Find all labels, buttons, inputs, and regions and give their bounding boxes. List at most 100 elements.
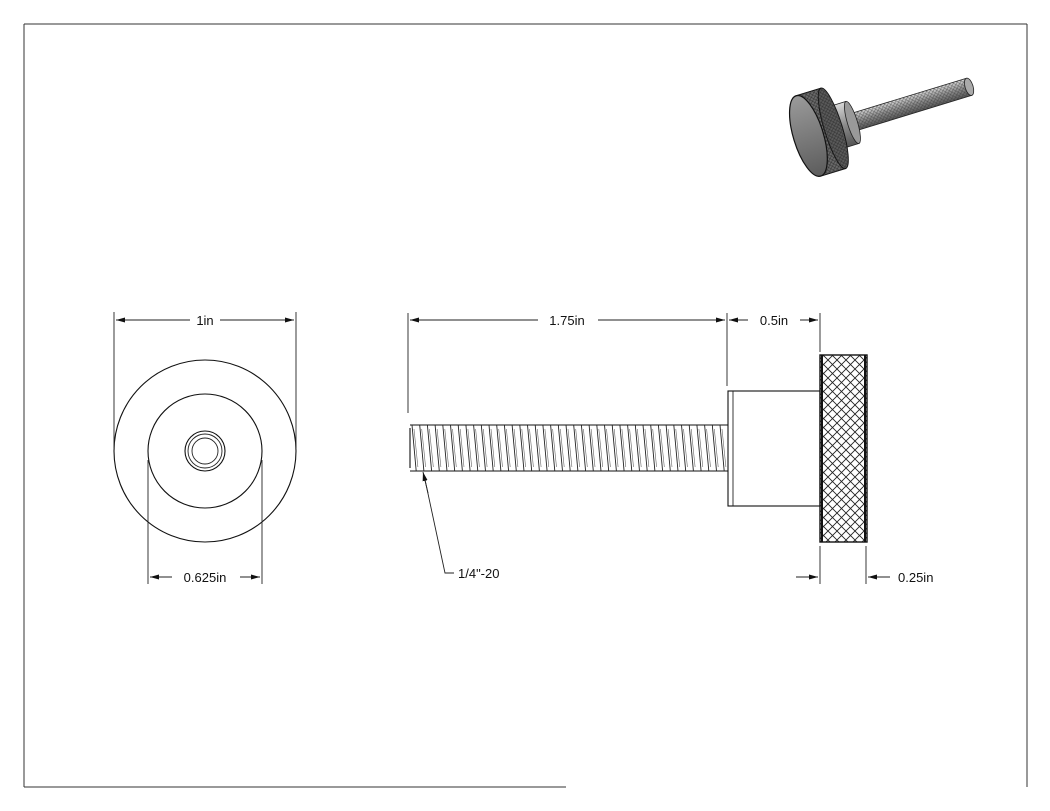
thread-root xyxy=(552,428,557,468)
thread-root xyxy=(536,428,542,468)
thread-crest xyxy=(604,424,610,472)
thread-crest xyxy=(527,424,533,472)
thread-root xyxy=(598,428,603,468)
thread-root xyxy=(506,428,511,468)
thread-crest xyxy=(473,424,479,472)
thread-root xyxy=(467,428,472,468)
thread-root xyxy=(583,428,588,468)
thread-crest xyxy=(611,424,617,472)
thread-root xyxy=(690,428,696,468)
side-view xyxy=(409,354,868,543)
thread-crest xyxy=(488,424,494,472)
thread-crest xyxy=(596,424,602,472)
thread-root xyxy=(421,428,426,468)
thread-root xyxy=(429,428,434,468)
thread-root xyxy=(521,428,526,468)
thread-root xyxy=(706,428,711,468)
thread-root xyxy=(529,428,534,468)
thread-root xyxy=(660,428,665,468)
thread-root xyxy=(436,428,442,468)
thread-crest xyxy=(627,424,633,472)
thread-root xyxy=(652,428,657,468)
thread-crest xyxy=(634,424,640,472)
shoulder-diameter-dimension: 0.625in xyxy=(147,460,263,585)
thread-crest xyxy=(704,424,710,472)
thread-root xyxy=(698,428,704,468)
thread-crest xyxy=(426,424,433,472)
thread-crest xyxy=(681,424,687,472)
thread-crest xyxy=(542,424,548,472)
thread-root xyxy=(683,428,688,468)
thread-root xyxy=(575,428,580,468)
thread-crest xyxy=(673,424,679,472)
thread-crest xyxy=(442,424,448,472)
thread-root xyxy=(444,428,449,468)
knurled-head xyxy=(819,354,868,543)
thread-root xyxy=(629,428,634,468)
thread-root xyxy=(475,428,480,468)
thread-crest xyxy=(519,424,525,472)
head-diameter-label: 1in xyxy=(196,313,213,328)
thread-root xyxy=(567,428,573,468)
thread-crest xyxy=(480,424,486,472)
thread-crest xyxy=(573,424,579,472)
thread-root xyxy=(483,428,488,468)
thread-crest xyxy=(465,424,471,472)
thread-root xyxy=(452,428,457,468)
thread-crest xyxy=(534,424,540,472)
thread-length-label: 1.75in xyxy=(549,313,584,328)
head-thickness-label: 0.25in xyxy=(898,570,933,585)
thread-root xyxy=(560,428,565,468)
thread-crest xyxy=(419,424,425,472)
front-view xyxy=(113,359,297,543)
thread-crest xyxy=(688,424,694,472)
thread-crest xyxy=(557,424,563,472)
thread-crest xyxy=(642,424,648,472)
shoulder-length-dimension: 0.5in xyxy=(729,313,821,352)
thread-root xyxy=(413,428,419,468)
thread-root xyxy=(513,428,519,468)
thread-root xyxy=(667,428,673,468)
thread-crest xyxy=(711,424,717,472)
thread-root xyxy=(613,428,619,468)
thread-crest xyxy=(511,424,517,472)
thread-root xyxy=(590,428,596,468)
thread-crest xyxy=(588,424,594,472)
thread-crest xyxy=(450,424,456,472)
thread-crest xyxy=(719,424,725,472)
thread-root xyxy=(721,428,727,468)
thread-crest xyxy=(580,424,587,472)
shoulder-diameter-label: 0.625in xyxy=(184,570,227,585)
thread-root xyxy=(490,428,496,468)
thread-root xyxy=(459,428,465,468)
thread-crest xyxy=(650,424,656,472)
thread-crest xyxy=(434,424,440,472)
thread-crest xyxy=(665,424,671,472)
thread-root xyxy=(675,428,680,468)
thread-spec-label: 1/4"-20 xyxy=(458,566,499,581)
thread-crest xyxy=(503,424,510,472)
sheet-border xyxy=(23,23,1028,788)
thread-crest xyxy=(619,424,625,472)
thread-crest xyxy=(696,424,702,472)
thread-root xyxy=(714,428,719,468)
thread-crest xyxy=(550,424,556,472)
thread-crest xyxy=(411,424,417,472)
thread-length-dimension: 1.75in xyxy=(407,313,728,413)
thread-crest xyxy=(565,424,571,472)
shoulder xyxy=(727,390,821,507)
thread-callout: 1/4"-20 xyxy=(422,471,499,581)
thread-root xyxy=(621,428,627,468)
thread-root xyxy=(637,428,642,468)
thread-root xyxy=(606,428,611,468)
thread-crest xyxy=(657,424,664,472)
shoulder-length-label: 0.5in xyxy=(760,313,788,328)
thread-crest xyxy=(457,424,463,472)
head-thickness-dimension: 0.25in xyxy=(796,546,933,585)
thread-root xyxy=(498,428,503,468)
thread-crest xyxy=(496,424,502,472)
isometric-view xyxy=(788,77,975,177)
thread-root xyxy=(544,428,550,468)
head-diameter-dimension: 1in xyxy=(113,312,297,448)
